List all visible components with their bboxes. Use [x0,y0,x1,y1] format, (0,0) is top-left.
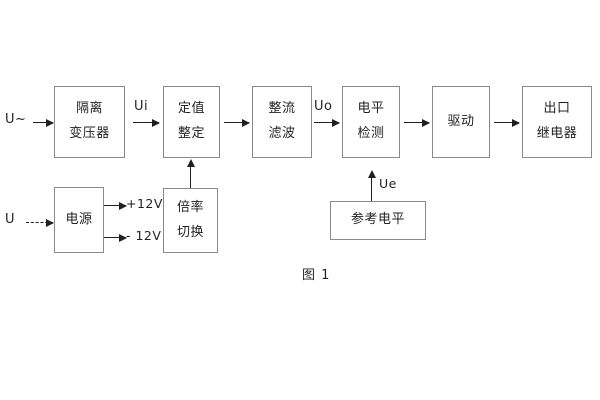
arrow-reference-level-to-level-detect [367,170,376,201]
block-isolation-transformer: 隔离 变压器 [54,86,125,158]
arrow-isolation-transformer-to-setpoint-adjust [133,118,160,127]
arrow-rail-negative-12v [104,233,127,242]
block-level-detect-line-1: 电平 [357,101,385,117]
signal-label-ue: Ue [379,176,397,191]
arrow-drive-to-output-relay [494,118,520,127]
block-rectify-filter-line-1: 整流 [268,101,296,117]
arrow-level-detect-to-drive [404,118,430,127]
block-isolation-transformer-line-1: 隔离 [75,101,103,117]
signal-label-uo: Uo [314,99,333,114]
block-multiplier-switch-line-2: 切换 [176,224,204,240]
block-power-supply-line-1: 电源 [65,211,93,227]
block-level-detect: 电平 检测 [342,86,400,158]
block-reference-level-line-1: 参考电平 [350,212,405,228]
arrow-rail-positive-12v [104,201,127,210]
block-isolation-transformer-line-2: 变压器 [69,126,110,141]
block-output-relay-line-2: 继电器 [536,126,578,141]
arrow-input-to-power-supply [26,219,54,227]
rail-label-negative-12v: - 12V [126,228,162,243]
block-multiplier-switch: 倍率 切换 [163,188,218,253]
block-reference-level: 参考电平 [330,201,426,240]
block-rectify-filter: 整流 滤波 [252,86,312,158]
block-setpoint-adjust-line-2: 整定 [177,126,205,141]
block-drive: 驱动 [432,86,490,158]
arrow-input-to-isolation-transformer [33,118,54,127]
rail-label-positive-12v: +12V [126,196,163,211]
signal-label-ui: Ui [134,99,149,114]
block-level-detect-line-2: 检测 [357,126,385,141]
input-label-u-ac: U~ [5,112,27,127]
block-drive-line-1: 驱动 [447,113,475,129]
block-output-relay: 出口 继电器 [522,86,592,158]
arrow-rectify-filter-to-level-detect [314,118,340,127]
block-power-supply: 电源 [54,187,104,253]
figure-caption: 图 1 [302,268,331,283]
block-rectify-filter-line-2: 滤波 [268,126,296,141]
arrow-setpoint-adjust-to-rectify-filter [224,118,250,127]
block-setpoint-adjust-line-1: 定值 [177,101,205,117]
block-output-relay-line-1: 出口 [543,101,571,117]
input-label-u-dc: U [5,212,16,227]
block-multiplier-switch-line-1: 倍率 [176,199,204,215]
arrow-multiplier-switch-to-setpoint-adjust [186,159,195,188]
block-setpoint-adjust: 定值 整定 [163,86,220,158]
